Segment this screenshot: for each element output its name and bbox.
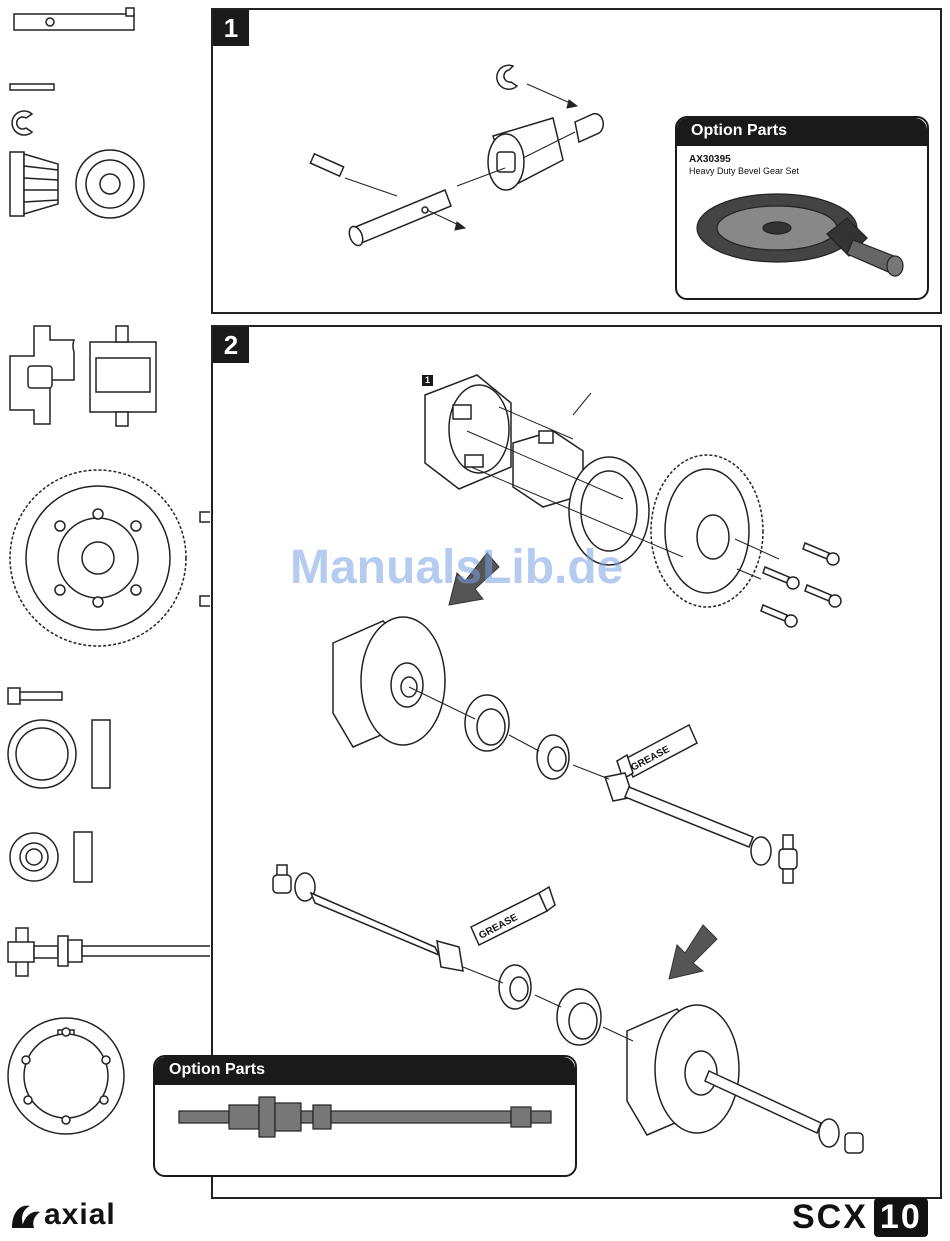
large-bearing-upper-drawing: [465, 695, 509, 751]
brand-logo-text: axial: [44, 1198, 116, 1232]
model-prefix: SCX: [792, 1198, 868, 1236]
small-pin-drawing: [310, 154, 343, 176]
option-parts-bevel-gear-panel: Option Parts AX30395 Heavy Duty Bevel Ge…: [675, 116, 929, 300]
part-large-bearing: [8, 720, 110, 788]
shaft-end-drawing: [575, 114, 603, 142]
assembled-diff-lower-drawing: [627, 1005, 863, 1153]
output-shaft-lower-drawing: [273, 865, 463, 971]
part-cap-screw: [8, 688, 62, 704]
bevel-gear-set-drawing: [677, 188, 927, 298]
small-bearing-upper-drawing: [537, 735, 569, 779]
insert-arrow-lower-icon: [669, 925, 717, 979]
pinion-gear-drawing: [488, 118, 563, 190]
part-ring-gear-face: [10, 470, 186, 646]
watermark: ManualsLib.de: [290, 540, 623, 595]
axial-logo-icon: [8, 1200, 42, 1232]
large-bearing-lower-drawing: [557, 989, 601, 1045]
option-shaft-drawing: [155, 1091, 575, 1175]
screws-drawing: [761, 543, 841, 627]
option-part-number: AX30395: [689, 154, 927, 165]
small-bearing-lower-drawing: [499, 965, 531, 1009]
axle-shaft-drawing: [347, 190, 451, 248]
part-pinion-gear-side: [10, 152, 58, 216]
diff-case-drawing: [425, 375, 511, 489]
step-2-panel: 2: [211, 325, 942, 1199]
e-clip-drawing: [497, 65, 517, 89]
step-reference-tag: 1: [422, 375, 433, 386]
option-parts-title: Option Parts: [677, 118, 927, 146]
part-small-bearing: [10, 832, 92, 882]
part-pinion-gear-face: [76, 150, 144, 218]
part-diff-gasket: [8, 1018, 124, 1134]
part-e-clip: [12, 111, 32, 135]
ring-gear-drawing: [651, 455, 763, 607]
option-part-description: Heavy Duty Bevel Gear Set: [689, 166, 927, 176]
model-number: 10: [874, 1198, 928, 1237]
part-spider-gear-front: [10, 326, 74, 424]
option-parts-title-2: Option Parts: [155, 1057, 575, 1085]
part-output-shaft: [8, 928, 210, 976]
parts-list-illustrations: [0, 0, 210, 1180]
part-axle-pin-shaft: [14, 8, 134, 30]
output-shaft-upper-drawing: [605, 773, 797, 883]
step-1-panel: 1: [211, 8, 942, 314]
option-parts-shaft-panel: Option Parts: [153, 1055, 577, 1177]
assembled-diff-upper-drawing: [333, 617, 445, 747]
part-spider-gear-side: [90, 326, 156, 426]
part-pin: [10, 84, 54, 90]
part-ring-gear-side: [200, 470, 210, 646]
